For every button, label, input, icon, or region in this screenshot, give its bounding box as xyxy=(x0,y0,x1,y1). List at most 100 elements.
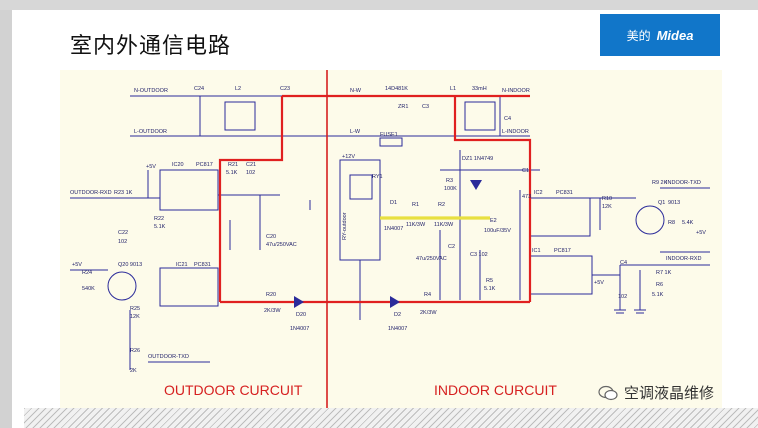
label-r22: R22 xyxy=(154,216,164,222)
label-pc831-o: PC831 xyxy=(194,262,211,268)
label-l-outdoor: L-OUTDOOR xyxy=(134,129,167,135)
label-r1-val: 11K/3W xyxy=(406,222,426,228)
circuit-background xyxy=(60,70,722,408)
label-zr1: ZR1 xyxy=(398,104,408,110)
label-dz1: DZ1 1N4749 xyxy=(462,156,493,162)
label-c22-val: 102 xyxy=(118,239,127,245)
diode-d20 xyxy=(294,296,304,308)
label-n-outdoor: N-OUTDOOR xyxy=(134,88,168,94)
label-fuse: FUSE1 xyxy=(380,132,398,138)
label-c23: C23 xyxy=(280,86,290,92)
watermark: 空调液晶维修 xyxy=(598,382,714,403)
label-r23: R23 1K xyxy=(114,190,133,196)
label-r9: R9 2K xyxy=(652,180,668,186)
label-r3: R3 xyxy=(446,178,453,184)
label-ic20: IC20 xyxy=(172,162,184,168)
diode-dz1 xyxy=(470,180,482,190)
logo-cn: 美的 xyxy=(626,28,651,43)
section-indoor: INDOOR CURCUIT xyxy=(434,382,557,398)
label-r6: R6 xyxy=(656,282,663,288)
label-indoor-rxd: INDOOR-RXD xyxy=(666,256,701,262)
label-c4-val: 102 xyxy=(618,294,627,300)
relay-coil xyxy=(349,174,373,200)
loop-right xyxy=(453,96,532,302)
label-q1: Q1 xyxy=(658,200,665,206)
section-outdoor: OUTDOOR CURCUIT xyxy=(164,382,303,398)
label-indoor-txd: INDOOR-TXD xyxy=(666,180,701,186)
label-l2: L2 xyxy=(235,86,241,92)
label-v5-outdoor: +5V xyxy=(146,164,156,170)
fuse-symbol xyxy=(379,137,403,147)
label-c3: C3 xyxy=(422,104,429,110)
label-ry-outdoor: RY-outdoor xyxy=(342,212,348,240)
label-c3-102: C3 102 xyxy=(470,252,488,258)
diode-d2 xyxy=(390,296,400,308)
label-d2-val: 1N4007 xyxy=(388,326,407,332)
label-r25-val: 12K xyxy=(130,314,140,320)
label-v5-left: +5V xyxy=(72,262,82,268)
label-c4: C4 xyxy=(504,116,511,122)
label-outdoor-rxd: OUTDOOR-RXD xyxy=(70,190,112,196)
loop-left-down xyxy=(218,96,284,302)
label-d2: D2 xyxy=(394,312,401,318)
label-c2-val: 47u/250VAC xyxy=(416,256,447,262)
label-c1-val: 473 xyxy=(522,194,531,200)
label-c2: C2 xyxy=(448,244,455,250)
left-strip xyxy=(0,10,12,428)
label-pc831: PC831 xyxy=(556,190,573,196)
footer-hatch xyxy=(24,408,758,428)
label-e2-val: 100uF/35V xyxy=(484,228,511,234)
label-r10-val: 12K xyxy=(602,204,612,210)
label-l-mid: L-W xyxy=(350,129,361,135)
label-r26: R26 xyxy=(130,348,140,354)
label-c24: C24 xyxy=(194,86,204,92)
label-r21-val: 5.1K xyxy=(226,170,238,176)
label-r22-val: 5.1K xyxy=(154,224,166,230)
label-v12: +12V xyxy=(342,154,355,160)
watermark-text: 空调液晶维修 xyxy=(624,384,715,402)
label-d20: D20 xyxy=(296,312,306,318)
label-q20: Q20 9013 xyxy=(118,262,142,268)
label-c20: C20 xyxy=(266,234,276,240)
label-d1: D1 xyxy=(390,200,397,206)
label-r6-val: 5.1K xyxy=(652,292,664,298)
choke-l2 xyxy=(224,101,256,131)
label-r2-val: 11K/3W xyxy=(434,222,454,228)
label-c22: C22 xyxy=(118,230,128,236)
midea-logo: 美的 Midea xyxy=(600,14,720,56)
label-c1: C1 xyxy=(522,168,529,174)
label-pc817: PC817 xyxy=(554,248,571,254)
label-c21-val: 102 xyxy=(246,170,255,176)
label-d1-val: 1N4007 xyxy=(384,226,403,232)
label-ic2: IC2 xyxy=(534,190,543,196)
label-r24: R24 xyxy=(82,270,92,276)
label-e2: E2 xyxy=(490,218,497,224)
transistor-q1 xyxy=(635,205,665,235)
transistor-q20 xyxy=(107,271,137,301)
label-r20: R20 xyxy=(266,292,276,298)
label-r24-val: 540K xyxy=(82,286,95,292)
label-n-mid: N-W xyxy=(350,88,362,94)
label-q1-val: 9013 xyxy=(668,200,680,206)
slide-title: 室内外通信电路 xyxy=(70,34,232,59)
label-n-indoor: N-INDOOR xyxy=(502,88,530,94)
label-l1: L1 xyxy=(450,86,456,92)
logo-en: Midea xyxy=(656,27,694,43)
label-c20-val: 47u/250VAC xyxy=(266,242,297,248)
label-r2: R2 xyxy=(438,202,445,208)
label-r4-val: 2K/3W xyxy=(420,310,437,316)
wechat-icon xyxy=(598,385,618,400)
label-d20-val: 1N4007 xyxy=(290,326,309,332)
label-l1-val: 33mH xyxy=(472,86,487,92)
label-r20-val: 2K/3W xyxy=(264,308,281,314)
label-v5-right: +5V xyxy=(696,230,706,236)
label-r8-val: 5.4K xyxy=(682,220,694,226)
optocoupler-ic20 xyxy=(159,169,219,211)
label-r10: R10 xyxy=(602,196,612,202)
label-c21: C21 xyxy=(246,162,256,168)
label-r8: R8 xyxy=(668,220,675,226)
label-r26-val: 2K xyxy=(130,368,137,374)
label-l-indoor: L-INDOOR xyxy=(502,129,529,135)
optocoupler-ic21 xyxy=(159,267,219,307)
